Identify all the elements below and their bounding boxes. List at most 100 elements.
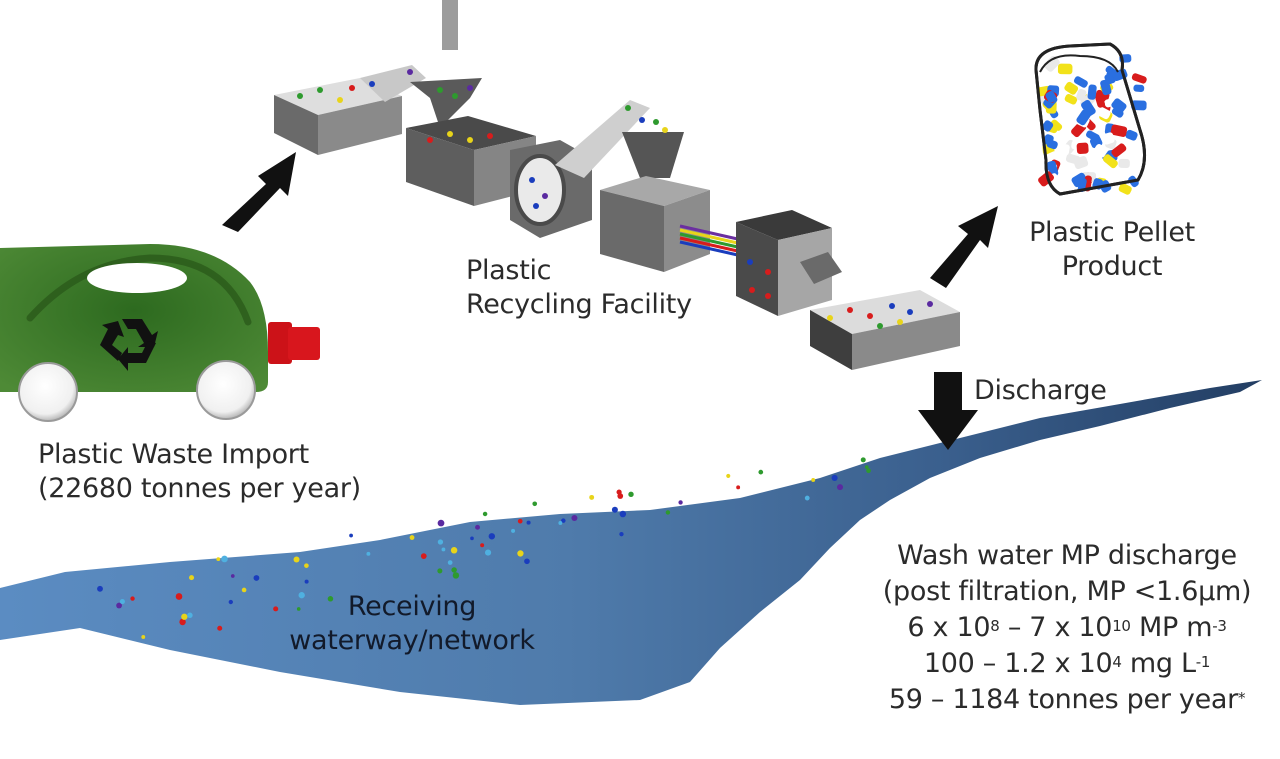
microplastic-particle xyxy=(437,519,445,527)
microplastic-particle xyxy=(665,510,671,515)
plastic-fragment xyxy=(662,127,668,133)
microplastic-particle xyxy=(524,558,530,565)
microplastic-particle xyxy=(511,528,516,533)
conc-part-a: 6 x 10 xyxy=(907,612,991,643)
plastic-fragment xyxy=(437,87,443,93)
microplastic-particle xyxy=(864,465,869,469)
pellet xyxy=(1046,139,1058,150)
microplastic-particle xyxy=(437,568,443,574)
arrow-import-to-facility xyxy=(222,152,296,232)
recycling-truck-icon xyxy=(0,244,320,422)
microplastic-particle xyxy=(119,598,125,605)
microplastic-particle xyxy=(228,599,233,605)
microplastic-particle xyxy=(532,501,538,507)
pellet xyxy=(1064,94,1078,105)
waterway-label-line2: waterway/network xyxy=(289,625,535,656)
import-label-title: Plastic Waste Import xyxy=(38,439,309,470)
microplastic-particle xyxy=(216,557,221,562)
import-label: Plastic Waste Import (22680 tonnes per y… xyxy=(38,438,361,506)
mass-part-a: 100 – 1.2 x 10 xyxy=(923,648,1113,679)
conc-part-c: MP m xyxy=(1130,612,1213,643)
microplastic-particle xyxy=(141,635,146,639)
washwater-mass-concentration: 100 – 1.2 x 104 mg L-1 xyxy=(852,646,1280,682)
plastic-fragment xyxy=(747,259,753,265)
microplastic-particle xyxy=(475,524,480,530)
facility-label-line1: Plastic xyxy=(466,255,552,286)
pellet xyxy=(1126,163,1138,180)
microplastic-particle xyxy=(217,625,223,631)
pellet xyxy=(1100,79,1112,96)
microplastic-particle xyxy=(628,491,634,498)
pellet xyxy=(1076,88,1087,101)
washwater-title: Wash water MP discharge xyxy=(897,540,1237,571)
microplastic-particle xyxy=(589,494,595,500)
microplastic-particle xyxy=(617,493,624,499)
pellet xyxy=(1038,171,1054,187)
extruded-strands xyxy=(679,224,743,258)
microplastic-particle xyxy=(726,473,731,478)
waterway-label: Receiving waterway/network xyxy=(262,590,562,658)
plastic-fragment xyxy=(533,203,539,209)
plastic-fragment xyxy=(907,309,913,315)
discharge-label: Discharge xyxy=(974,375,1107,406)
microplastic-particle xyxy=(611,506,618,513)
plastic-fragments xyxy=(297,69,933,329)
plastic-fragment xyxy=(749,287,755,293)
plastic-fragment xyxy=(349,85,355,91)
microplastic-particle xyxy=(451,567,457,573)
microplastic-particle xyxy=(860,457,866,463)
arrow-facility-to-product xyxy=(930,206,998,288)
load-asterisk: * xyxy=(1237,689,1246,707)
plastic-fragment xyxy=(877,323,883,329)
facility-label-line2: Recycling Facility xyxy=(466,289,692,320)
plastic-fragment xyxy=(867,313,873,319)
plastic-fragment xyxy=(337,97,343,103)
microplastic-particle xyxy=(327,596,334,602)
pellet xyxy=(1094,105,1111,120)
import-label-quantity: (22680 tonnes per year) xyxy=(38,473,361,504)
plastic-fragment xyxy=(542,193,548,199)
microplastic-particle xyxy=(470,536,474,541)
product-label: Plastic Pellet Product xyxy=(1012,216,1212,284)
microplastic-particle xyxy=(179,618,186,626)
pellet xyxy=(1095,94,1105,108)
microplastic-particle xyxy=(619,510,627,518)
microplastic-particle xyxy=(97,585,103,592)
washwater-particle-concentration: 6 x 108 – 7 x 1010 MP m-3 xyxy=(852,610,1280,646)
pellet xyxy=(1103,154,1118,169)
plastic-fragment xyxy=(407,69,413,75)
microplastic-particle xyxy=(526,520,531,525)
product-label-line1: Plastic Pellet xyxy=(1029,217,1195,248)
microplastic-particle xyxy=(736,485,741,490)
plastic-fragment xyxy=(889,303,895,309)
microplastic-particle xyxy=(304,563,309,568)
microplastic-particle xyxy=(349,533,353,538)
plastic-fragment xyxy=(452,93,458,99)
pellet xyxy=(1131,73,1147,84)
conc-exp-a: 8 xyxy=(990,617,1000,635)
microplastic-particle xyxy=(678,500,683,505)
product-label-line2: Product xyxy=(1061,251,1163,282)
microplastic-particle xyxy=(619,531,624,537)
pellet xyxy=(1118,158,1130,169)
pellet xyxy=(1111,143,1127,158)
microplastic-particle xyxy=(420,553,427,559)
recycle-symbol-icon xyxy=(100,319,158,371)
microplastic-particle xyxy=(484,549,492,556)
microplastic-particle xyxy=(181,613,188,620)
microplastic-particle xyxy=(517,518,523,524)
mass-exp-a: 4 xyxy=(1112,653,1122,671)
microplastic-particle xyxy=(561,518,566,523)
microplastic-particle xyxy=(298,592,305,599)
pellet xyxy=(1043,55,1060,72)
microplastic-particle xyxy=(241,587,247,593)
pellet xyxy=(1110,124,1128,137)
microplastic-particle xyxy=(837,484,844,491)
microplastic-particle xyxy=(273,606,279,612)
microplastic-particle xyxy=(441,547,446,552)
pellet xyxy=(1042,120,1054,132)
pellet xyxy=(1045,91,1057,103)
pellet xyxy=(1102,132,1115,145)
pellet xyxy=(1087,84,1097,100)
microplastic-particle xyxy=(116,602,122,609)
